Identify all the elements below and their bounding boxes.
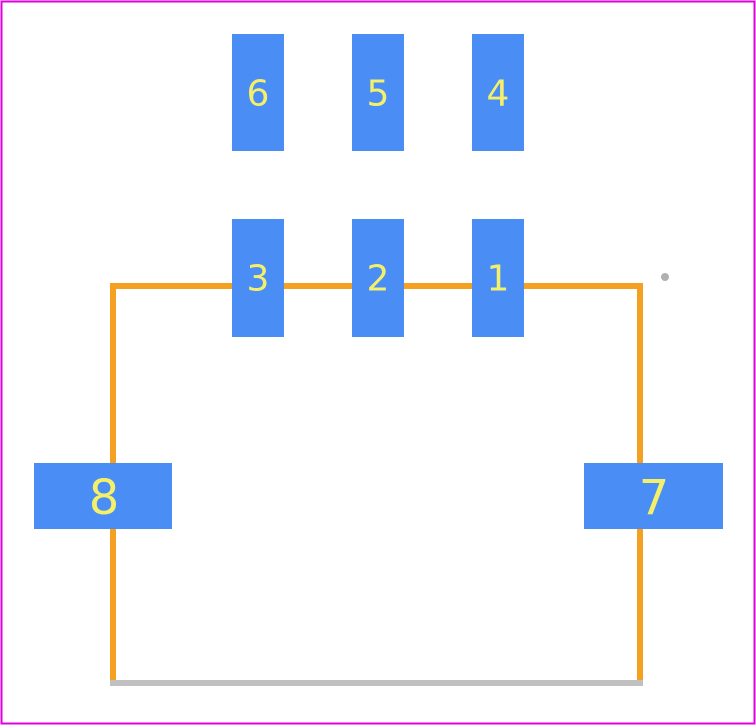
- pad-3-shape: [232, 219, 284, 337]
- pad-2-shape: [352, 219, 404, 337]
- pad-7-shape: [584, 463, 723, 529]
- pad-1-shape: [472, 219, 524, 337]
- origin-marker: [661, 273, 669, 281]
- pad-6-label: 6: [247, 74, 270, 115]
- pad-7-label: 7: [639, 470, 670, 526]
- pad-1-label: 1: [487, 259, 510, 300]
- pad-3-label: 3: [247, 259, 270, 300]
- pad-4-label: 4: [487, 74, 510, 115]
- pad-3: 3: [232, 219, 284, 337]
- pad-4-shape: [472, 34, 524, 151]
- pad-2-label: 2: [367, 259, 390, 300]
- silkscreen-outline: [110, 283, 643, 682]
- pad-2: 2: [352, 219, 404, 337]
- pad-1: 1: [472, 219, 524, 337]
- pad-8: 8: [34, 463, 172, 529]
- pad-5: 5: [352, 34, 404, 151]
- pad-8-label: 8: [89, 470, 120, 526]
- pad-6: 6: [232, 34, 284, 151]
- pad-7: 7: [584, 463, 723, 529]
- pad-8-shape: [34, 463, 172, 529]
- pad-6-shape: [232, 34, 284, 151]
- pad-5-shape: [352, 34, 404, 151]
- pad-4: 4: [472, 34, 524, 151]
- pad-5-label: 5: [367, 74, 390, 115]
